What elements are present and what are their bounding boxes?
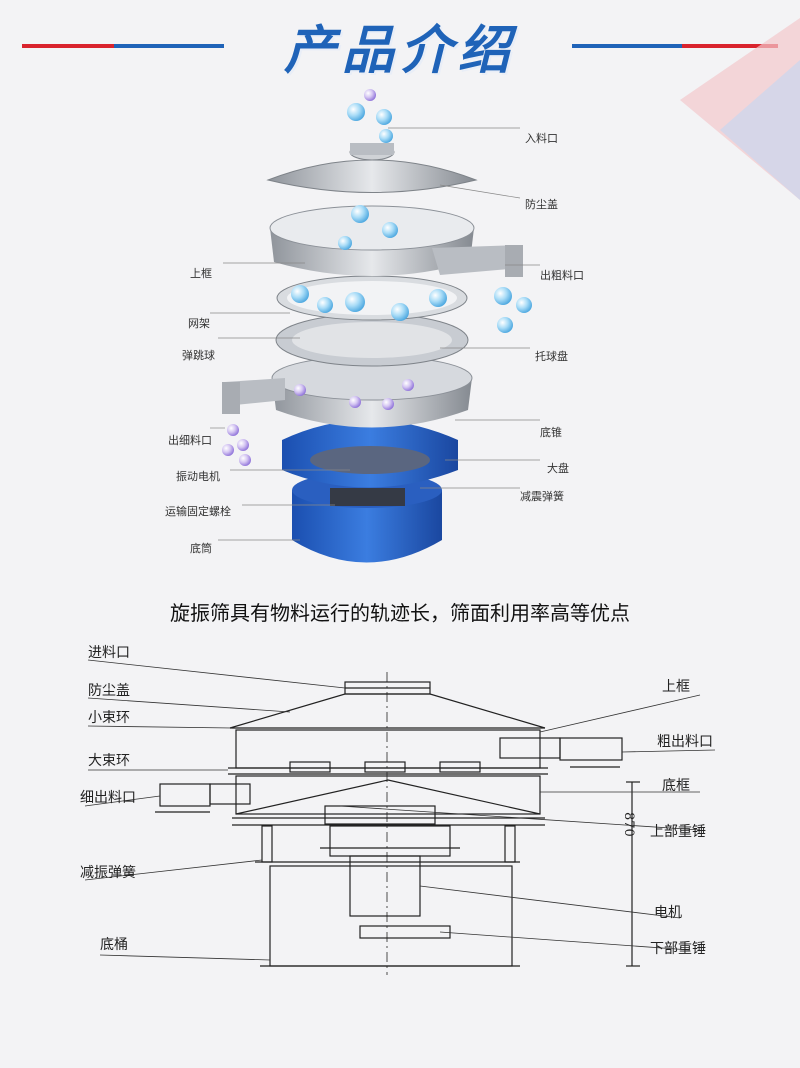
- tech-label-damping-spring: 减振弹簧: [80, 865, 136, 881]
- right-blue-line: [572, 44, 682, 48]
- label-transport-bolt: 运输固定螺栓: [165, 505, 231, 518]
- label-fine-outlet: 出细料口: [168, 434, 212, 447]
- tech-label-inlet: 进料口: [88, 645, 130, 661]
- caption: 旋振筛具有物料运行的轨迹长，筛面利用率高等优点: [170, 601, 630, 625]
- tech-label-dust-cover: 防尘盖: [88, 683, 130, 699]
- tech-label-base-barrel: 底桶: [100, 937, 128, 953]
- tech-label-dimension: 870: [621, 812, 636, 837]
- tech-label-lower-weight: 下部重锤: [650, 941, 706, 957]
- page-title: 产品介绍: [283, 21, 516, 81]
- material-balls: [222, 89, 532, 466]
- label-big-plate: 大盘: [547, 462, 569, 475]
- header: 产品介绍: [0, 0, 800, 95]
- tech-label-big-clamp: 大束环: [88, 753, 130, 769]
- label-bounce-ball: 弹跳球: [182, 349, 215, 362]
- tech-label-fine-outlet: 细出料口: [80, 790, 136, 806]
- label-screen-frame: 网架: [188, 317, 210, 330]
- left-blue-line: [114, 44, 224, 48]
- tech-label-upper-frame: 上框: [662, 679, 690, 695]
- label-inlet: 入料口: [525, 132, 558, 145]
- label-upper-frame: 上框: [190, 267, 212, 280]
- tech-label-motor: 电机: [654, 905, 682, 921]
- tech-label-bottom-frame: 底框: [662, 778, 690, 794]
- label-vibration-motor: 振动电机: [176, 470, 220, 483]
- label-dust-cover: 防尘盖: [525, 198, 558, 211]
- right-red-line: [682, 44, 778, 48]
- tech-label-coarse-outlet: 粗出料口: [657, 734, 713, 750]
- left-red-line: [22, 44, 114, 48]
- label-base-barrel: 底筒: [190, 542, 212, 555]
- label-coarse-outlet: 出粗料口: [540, 269, 584, 282]
- label-ball-tray: 托球盘: [535, 350, 568, 363]
- tech-label-small-clamp: 小束环: [88, 710, 130, 726]
- label-bottom-cone: 底锥: [540, 426, 562, 439]
- label-damping-spring: 减震弹簧: [520, 490, 564, 503]
- tech-label-upper-weight: 上部重锤: [650, 824, 706, 840]
